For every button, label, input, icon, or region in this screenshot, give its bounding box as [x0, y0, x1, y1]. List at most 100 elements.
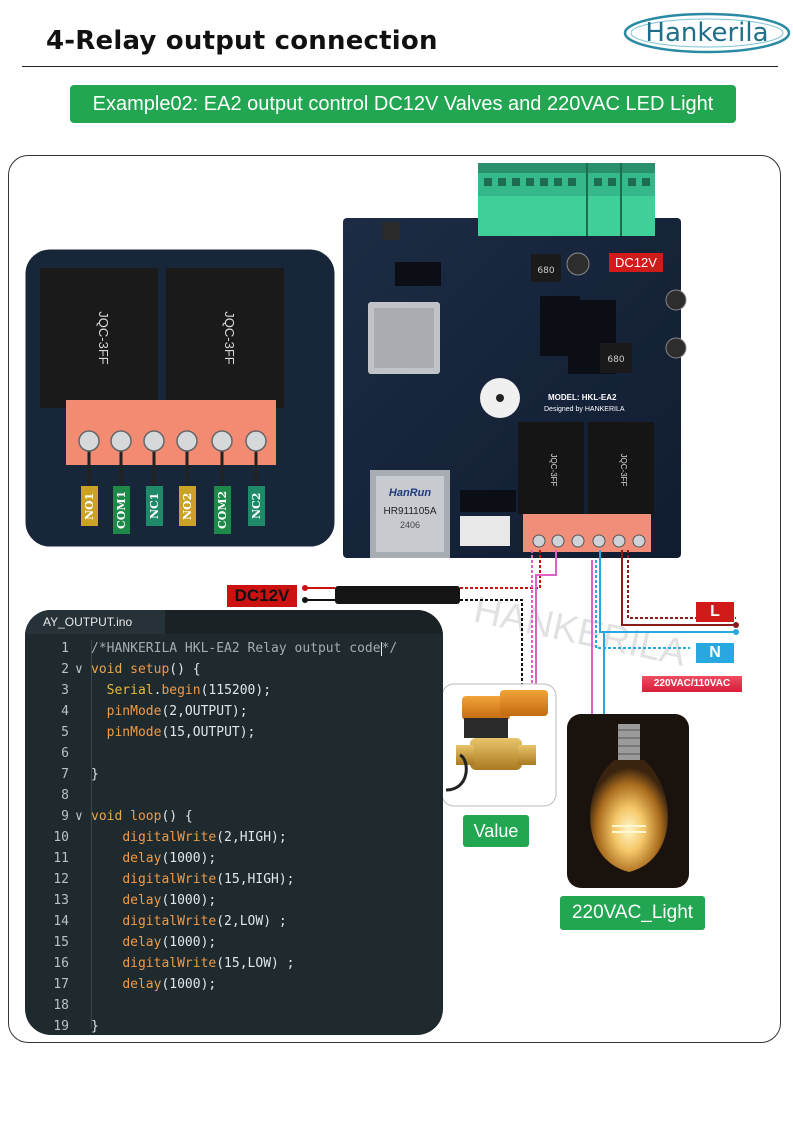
code-text: delay(1000);	[122, 977, 217, 992]
code-text: digitalWrite(15,LOW) ;	[122, 956, 295, 971]
line-number: 10	[53, 830, 69, 845]
svg-text:680: 680	[537, 266, 554, 276]
line-number: 7	[61, 767, 69, 782]
svg-text:JQC-3FF: JQC-3FF	[619, 454, 628, 487]
svg-text:JQC-3FF: JQC-3FF	[96, 311, 111, 365]
svg-text:MODEL: HKL-EA2: MODEL: HKL-EA2	[548, 393, 617, 402]
code-text: /*HANKERILA HKL-EA2 Relay output code*/	[91, 641, 398, 656]
relay-2	[588, 422, 654, 514]
editor-gutter	[91, 640, 92, 1028]
svg-text:HR911105A: HR911105A	[384, 506, 437, 517]
code-text: digitalWrite(2,LOW) ;	[122, 914, 287, 929]
ac-supply-tag: 220VAC/110VAC	[642, 676, 742, 692]
brand-logo-oval	[623, 12, 791, 54]
code-text: digitalWrite(15,HIGH);	[122, 872, 295, 887]
line-number: 12	[53, 872, 69, 887]
code-line: 8	[25, 785, 91, 806]
code-line: 12 digitalWrite(15,HIGH);	[25, 869, 295, 890]
code-line: 13 delay(1000);	[25, 890, 216, 911]
code-text: void loop() {	[91, 809, 193, 824]
dc-wiring	[305, 550, 557, 685]
line-number: 13	[53, 893, 69, 908]
terminal-label-nc2: NC2	[248, 486, 265, 526]
line-number: 16	[53, 956, 69, 971]
code-line: 4 pinMode(2,OUTPUT);	[25, 701, 248, 722]
line-number: 4	[61, 704, 69, 719]
editor-tab[interactable]: AY_OUTPUT.ino	[25, 610, 165, 634]
line-number: 2	[61, 662, 69, 677]
dc12v-supply-tag: DC12V	[227, 585, 297, 607]
code-text: pinMode(2,OUTPUT);	[106, 704, 248, 719]
code-line: 16 digitalWrite(15,LOW) ;	[25, 953, 295, 974]
code-line: 5 pinMode(15,OUTPUT);	[25, 722, 255, 743]
terminal-label-no1: NO1	[81, 486, 98, 526]
line-number: 6	[61, 746, 69, 761]
terminal-label-com1: COM1	[113, 486, 130, 534]
board-power-tag: DC12V	[609, 253, 663, 272]
code-editor: AY_OUTPUT.ino 1 /*HANKERILA HKL-EA2 Relay…	[25, 610, 443, 1035]
line-number: 11	[53, 851, 69, 866]
code-line: 17 delay(1000);	[25, 974, 216, 995]
brand-name: Hankerila	[645, 18, 769, 48]
code-line: 2 ∨ void setup() {	[25, 659, 201, 680]
code-line: 11 delay(1000);	[25, 848, 216, 869]
ac-wiring	[591, 550, 736, 720]
svg-text:JQC-3FF: JQC-3FF	[222, 311, 237, 365]
valve-image	[441, 683, 557, 807]
code-text: pinMode(15,OUTPUT);	[106, 725, 256, 740]
code-text: delay(1000);	[122, 935, 217, 950]
code-line: 6	[25, 743, 91, 764]
svg-text:2406: 2406	[400, 520, 420, 530]
line-number: 18	[53, 998, 69, 1013]
relay-1	[518, 422, 584, 514]
code-line: 14 digitalWrite(2,LOW) ;	[25, 911, 287, 932]
line-number: 1	[61, 641, 69, 656]
code-line: 7}	[25, 764, 99, 785]
terminal-label-com2: COM2	[214, 486, 231, 534]
fold-chevron-icon[interactable]: ∨	[75, 662, 83, 677]
relay-zoom-view: JQC-3FF JQC-3FF	[22, 246, 338, 550]
light-label: 220VAC_Light	[560, 896, 705, 930]
brand-logo: Hankerila	[622, 11, 792, 55]
code-line: 15 delay(1000);	[25, 932, 216, 953]
code-line: 9 ∨ void loop() {	[25, 806, 193, 827]
code-text: digitalWrite(2,HIGH);	[122, 830, 287, 845]
neutral-tag: N	[696, 643, 734, 663]
code-text: void setup() {	[91, 662, 201, 677]
line-number: 9	[61, 809, 69, 824]
svg-text:HanRun: HanRun	[389, 487, 431, 499]
example-banner: Example02: EA2 output control DC12V Valv…	[70, 85, 736, 123]
relay-terminal-block	[523, 514, 651, 552]
line-number: 3	[61, 683, 69, 698]
code-text: Serial.begin(115200);	[106, 683, 272, 698]
line-number: 14	[53, 914, 69, 929]
svg-text:Designed by HANKERILA: Designed by HANKERILA	[544, 406, 625, 413]
page-title: 4-Relay output connection	[46, 26, 438, 56]
line-number: 15	[53, 935, 69, 950]
line-tag: L	[696, 602, 734, 622]
line-number: 19	[53, 1019, 69, 1034]
code-line: 19}	[25, 1016, 99, 1035]
diagram-frame	[8, 155, 781, 1043]
code-text: }	[91, 767, 99, 782]
code-line: 18	[25, 995, 91, 1016]
code-line: 3 Serial.begin(115200);	[25, 680, 271, 701]
valve-label: Value	[463, 815, 529, 847]
terminal-label-no2: NO2	[179, 486, 196, 526]
code-text: }	[91, 1019, 99, 1034]
line-number: 17	[53, 977, 69, 992]
fold-chevron-icon[interactable]: ∨	[75, 809, 83, 824]
code-line: 1 /*HANKERILA HKL-EA2 Relay output code*/	[25, 638, 397, 659]
controller-board: 680 680 MODEL: HKL-EA2 Designed by HANKE…	[343, 163, 687, 558]
code-text: delay(1000);	[122, 893, 217, 908]
title-divider	[22, 66, 778, 67]
line-number: 8	[61, 788, 69, 803]
code-text: delay(1000);	[122, 851, 217, 866]
light-bulb-image	[567, 714, 689, 888]
terminal-label-nc1: NC1	[146, 486, 163, 526]
code-line: 10 digitalWrite(2,HIGH);	[25, 827, 287, 848]
svg-text:680: 680	[607, 355, 624, 365]
svg-text:JQC-3FF: JQC-3FF	[549, 454, 558, 487]
line-number: 5	[61, 725, 69, 740]
